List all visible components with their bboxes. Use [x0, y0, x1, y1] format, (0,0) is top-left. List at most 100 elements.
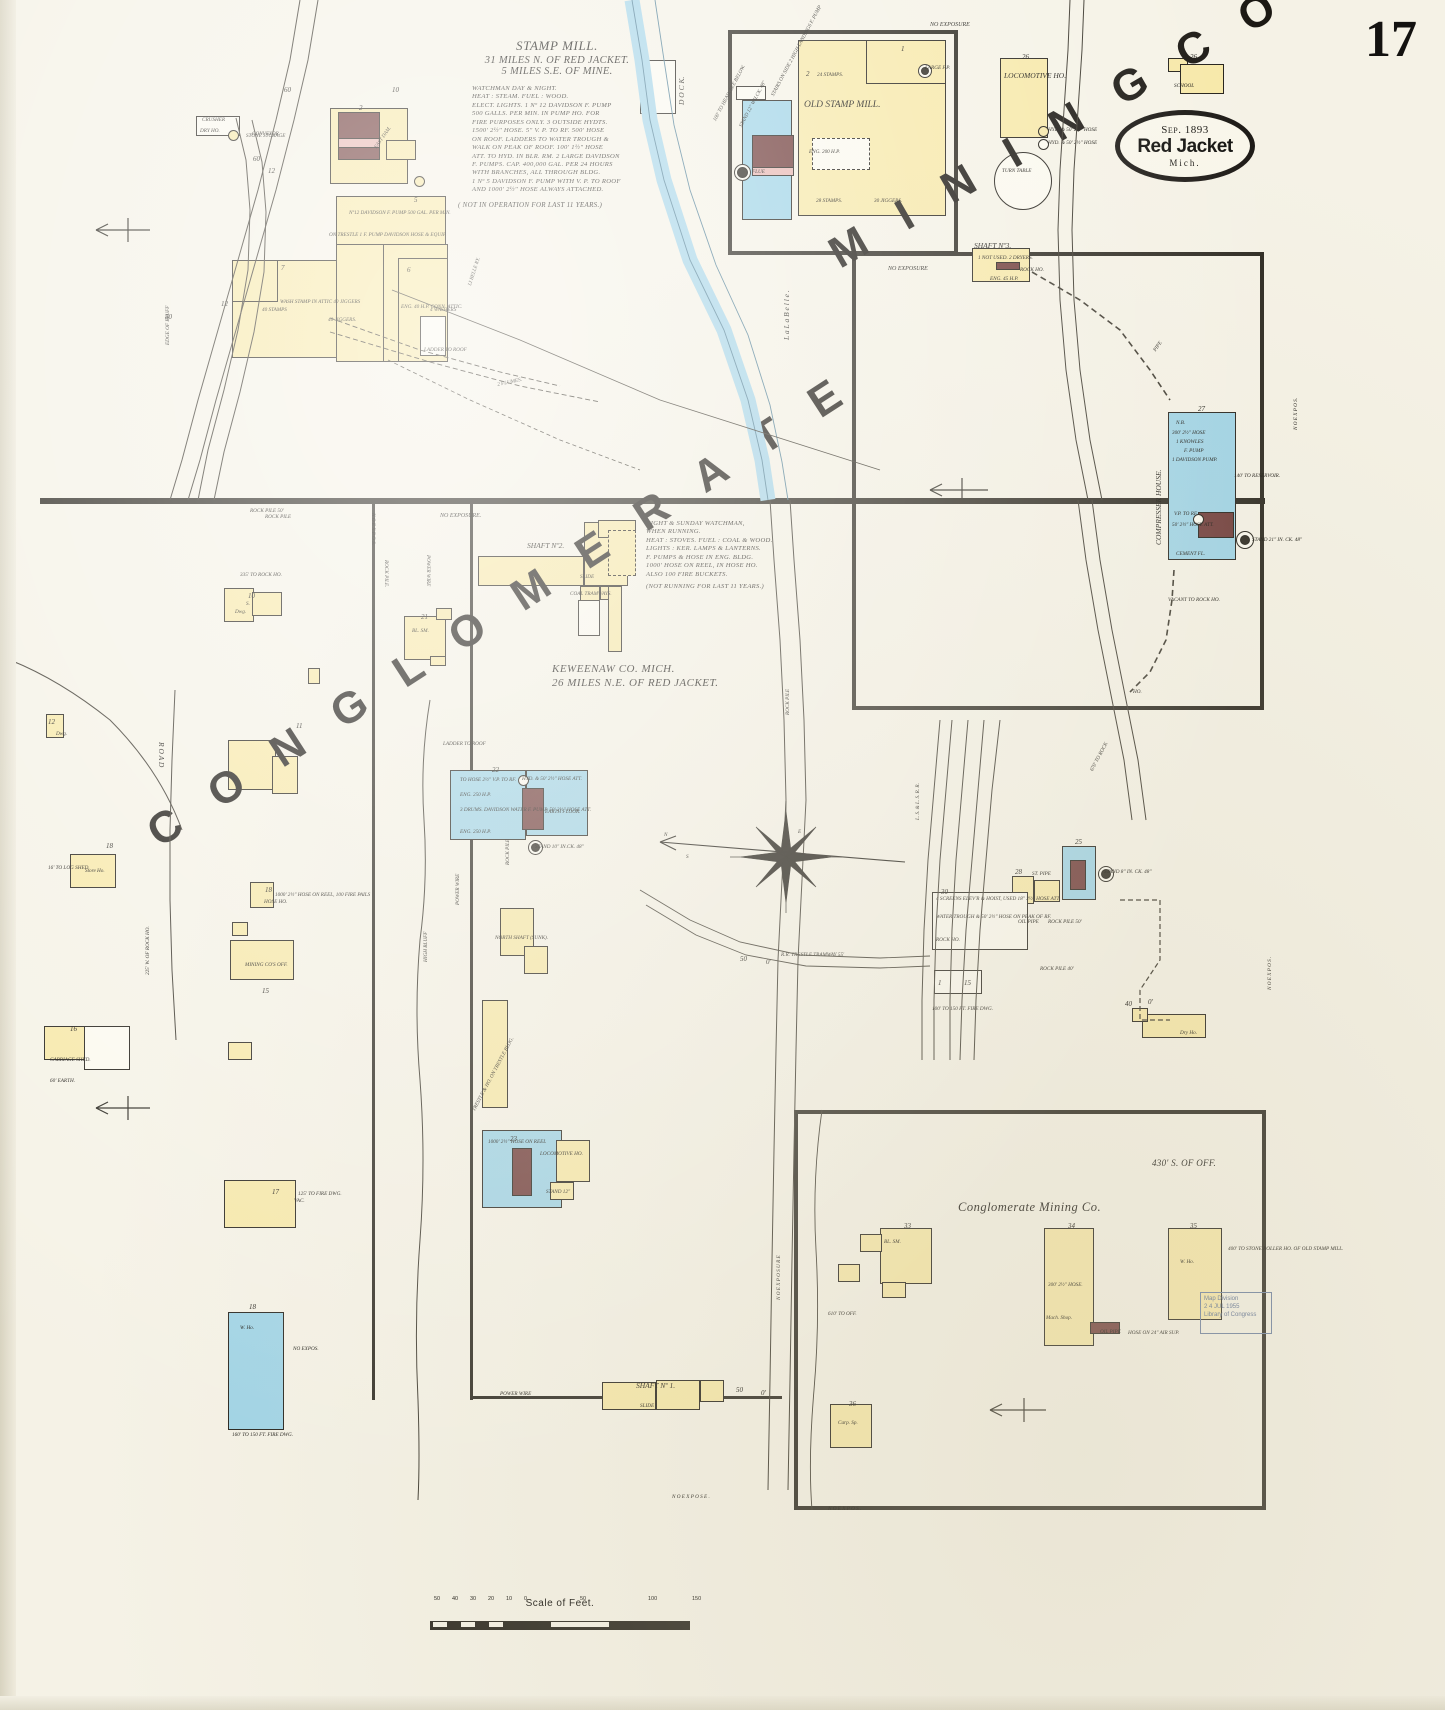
map-label-vp-to-rf: V.P. TO RF.: [1174, 511, 1198, 517]
sh2body-line-3: LIGHTS : KER. LAMPS & LANTERNS.: [646, 545, 761, 553]
building-bl-sm-annex-b: [430, 656, 446, 666]
hydrant-icon-loco-1: [1038, 126, 1049, 137]
map-label-hose-2: HYD. & 50' 2½" HOSE: [1048, 140, 1098, 146]
map-label-carriage-shed: CARRIAGE SHED.: [50, 1057, 91, 1063]
building-number-n-12c: 12: [48, 718, 55, 726]
scale-bar-graphic: [430, 1621, 690, 1630]
building-number-n-7: 7: [281, 264, 285, 272]
building-dock-small: [736, 86, 766, 100]
map-label-north-shaft: NORTH SHAFT (SUNK).: [495, 935, 549, 941]
smbody-line-1: HEAT : STEAM. FUEL : WOOD.: [472, 93, 569, 101]
building-stamp-mill-annex: [386, 140, 416, 160]
map-label-hose-1: HYD. & 50' 2½" HOSE: [1048, 127, 1098, 133]
building-33-blacksmith: [880, 1228, 932, 1284]
map-label-stand-c: STAND 8" IN. CK. 48": [1104, 869, 1152, 875]
building-shaft-no1: [602, 1382, 656, 1410]
hydrant-icon-22: [518, 775, 529, 786]
map-label-hose-200: 1000' 2½" HOSE ON REEL, 100 FIRE PAILS: [275, 892, 371, 898]
map-label-dwg-ho2: Dwg.: [56, 731, 68, 737]
map-label-rock-ho-a: ROCK HO.: [1020, 267, 1044, 273]
map-label-turn-table: TURN TABLE: [1002, 168, 1032, 174]
building-number-n-26b: 26: [1190, 53, 1197, 61]
map-label-rock-ho-c: ROCK HO.: [936, 937, 960, 943]
map-label-oil-pipe-2: OIL PIPE: [1100, 1329, 1121, 1335]
stamp-mill-body: WATCHMAN DAY & NIGHT.HEAT : STEAM. FUEL …: [472, 85, 662, 195]
building-number-n-5: 5: [414, 196, 418, 204]
building-number-n-15: 15: [262, 987, 269, 995]
map-label-stand-21: STAND 21" IN. CK. 48": [1252, 537, 1303, 543]
building-stamp-mill-bay-a: [336, 244, 384, 362]
building-number-n-0b: 0': [761, 1389, 766, 1397]
map-label-eng-250: ENG. 250 H.P.: [460, 792, 491, 798]
building-office-annex: [232, 922, 248, 936]
map-label-school: SCHOOL: [1174, 83, 1195, 89]
libstamp-line1: Map Division: [1204, 1296, 1239, 1302]
smbody-line-6: ON ROOF. LADDERS TO WATER TROUGH &: [472, 135, 609, 143]
building-stamp-mill-boiler: [338, 112, 380, 160]
map-label-ladder-roof-2: LADDER TO ROOF: [424, 347, 467, 353]
map-label-on-trestle: ON TRESTLE 1 F. PUMP DAVIDSON HOSE & EQU…: [329, 232, 447, 238]
building-shaft-no1-small: [700, 1380, 724, 1402]
building-number-n-6: 6: [407, 266, 411, 274]
stamp-state: Mich.: [1169, 158, 1201, 168]
library-of-congress-stamp: Map Division 2 4 JUL 1955 Library of Con…: [1200, 1292, 1272, 1334]
building-shaft-no1-east: [656, 1380, 700, 1410]
map-label-carp-sp: Carp. Sp.: [838, 1420, 858, 1426]
building-number-n-33: 33: [904, 1222, 911, 1230]
building-number-n-25: 25: [1075, 838, 1082, 846]
compass-n: N: [664, 832, 668, 838]
map-label-davidson-pump: 1 DAVIDSON PUMP.: [1172, 457, 1218, 463]
libstamp-line3: Library of Congress: [1204, 1312, 1257, 1319]
building-dwg-12: [46, 714, 64, 738]
libstamp-line2: 2 4 JUL 1955: [1204, 1304, 1240, 1311]
block-border-center-left: [470, 500, 782, 1400]
building-bl-sm-annex-a: [436, 608, 452, 620]
sh2body-line-6: ALSO 100 FIRE BUCKETS.: [646, 570, 728, 578]
building-shaft-no3-boiler: [996, 262, 1020, 270]
map-label-mach-shop: Mach. Shop.: [1046, 1315, 1073, 1321]
map-label-hose50: 50' 2½" HOSE ATT.: [1172, 522, 1214, 528]
map-label-to-dwg-100: 100' TO 150 FT. FIRE DWG.: [932, 1006, 994, 1012]
map-label-to-log-1: 16' TO LOG SHED.: [48, 865, 90, 871]
smbody-line-3: 500 GALLS. PER MIN. IN PUMP HO. FOR: [472, 110, 600, 118]
map-label-no-expos-bot: NO EXPOS.: [293, 1346, 319, 1352]
building-number-n-28: 28: [1015, 868, 1022, 876]
distance-430-label: 430' S. OF OFF.: [1152, 1158, 1217, 1168]
map-label-stamps-40: 40 STAMPS: [262, 307, 287, 313]
map-label-eng-45hp: ENG. 45 H.P.: [990, 276, 1019, 282]
scale-tick-2: 30: [470, 1596, 477, 1602]
note-keweenaw: KEWEENAW CO. MICH. 26 MILES N.E. OF RED …: [552, 663, 719, 689]
standpipe-dot-1: [737, 167, 748, 178]
sh2body-line-4: F. PUMPS & HOSE IN ENG. BLDG.: [646, 553, 754, 561]
smbody-line-10: WITH BRANCHES, ALL THROUGH BLDG.: [472, 169, 601, 177]
map-label-hose-conveyor: CONVEYOR: [252, 131, 279, 137]
building-stamp-mill-pumphouse: [336, 196, 446, 248]
map-label-old-stamp-mill: OLD STAMP MILL.: [804, 100, 881, 110]
map-label-stand-b: STAND 12": [546, 1189, 571, 1195]
map-label-coal-tramways: COAL TRAMWAYS.: [570, 591, 612, 597]
block-border-old-stamp-mill: [728, 30, 958, 255]
map-label-locomotive-ho: LOCOMOTIVE HO.: [1004, 71, 1067, 80]
building-north-shaft-annex: [524, 946, 548, 974]
building-23-boiler: [512, 1148, 532, 1196]
block-border-mid: [40, 498, 1265, 504]
building-number-n-12b: 12: [221, 300, 228, 308]
map-label-hose-300b: 300' 2½" HOSE.: [1048, 1282, 1083, 1288]
building-number-n-18b: 18: [265, 886, 272, 894]
map-label-cement-fl: CEMENT FL.: [1176, 551, 1206, 557]
map-label-shaft-no2: SHAFT Nº2.: [527, 541, 565, 550]
scale-tick-5: 0: [524, 1596, 528, 1602]
scale-tick-8: 150: [692, 1596, 702, 1602]
building-22-boiler: [522, 788, 544, 830]
building-old-stamp-mill-flue: [752, 167, 794, 176]
building-shaft2-west-wing: [478, 556, 584, 586]
map-label-flue: FLUE: [752, 169, 765, 175]
building-23-annex: [550, 1182, 574, 1200]
map-label-water-trough: WATER TROUGH & 50' 2½" HOSE ON PEAK OF R…: [936, 914, 1052, 920]
building-shaft2-dashed: [608, 530, 636, 576]
building-carriage-shed-open: [84, 1026, 130, 1070]
map-label-rock-pile-50: ROCK PILE 50': [250, 508, 284, 514]
smbody-line-5: 1500' 2½" HOSE. 5" V. P. TO RF. 500' HOS…: [472, 127, 605, 135]
building-number-n-10b: 10: [248, 592, 255, 600]
building-shaft2-tramway: [578, 600, 600, 636]
